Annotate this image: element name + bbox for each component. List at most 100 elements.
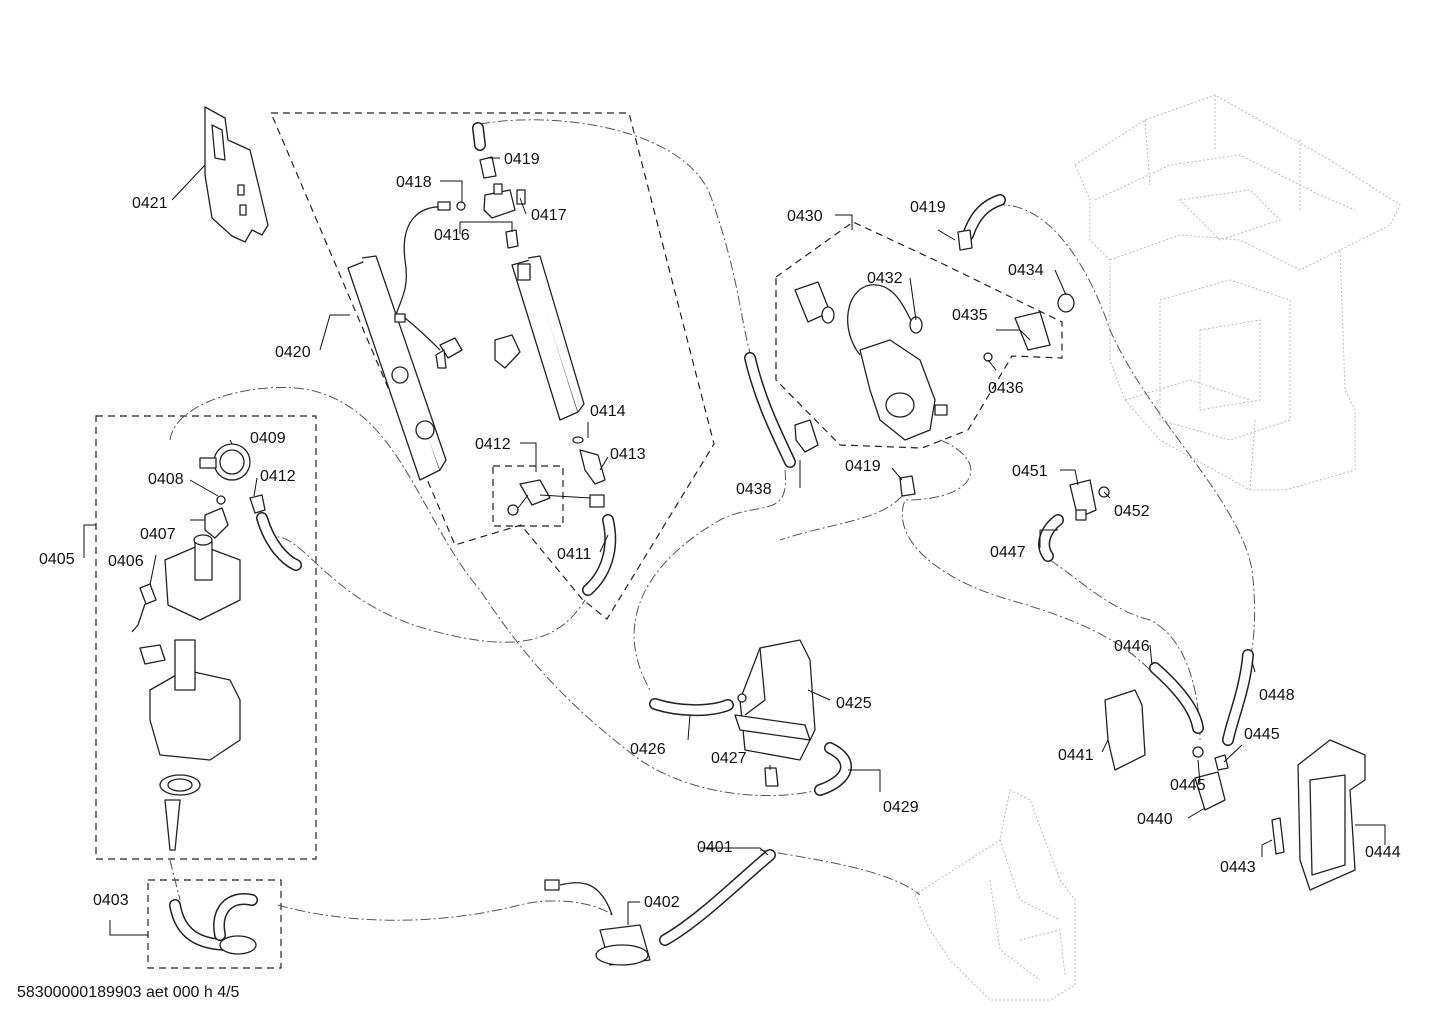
label-0435: 0435 [952,307,988,324]
part-0426-hose [649,698,734,717]
part-0413-fitting [579,449,606,508]
label-0429: 0429 [883,799,919,816]
label-0413: 0413 [610,446,646,463]
part-0419-connector-top [472,122,497,179]
part-0427-clip [764,767,779,787]
part-0420-rail-right [494,255,585,421]
part-0429-hose [814,742,852,796]
part-0407-cap [204,507,229,539]
label-0419b: 0419 [910,199,946,216]
part-0441-cover [1104,689,1146,771]
label-0418: 0418 [396,174,432,191]
part-0412-hose-left [256,512,302,571]
part-0417-valve [483,183,526,219]
group-0420-outline [270,112,715,620]
part-0405-pump [164,534,241,621]
leader-lines [83,157,1386,936]
hose-routes [169,119,1256,921]
group-0403-outline [147,879,282,969]
part-0401-hose [659,849,776,946]
part-0412-clamp-group [507,479,551,516]
label-0448: 0448 [1259,687,1295,704]
label-0406: 0406 [108,553,144,570]
label-0411: 0411 [557,546,592,563]
part-0420-rail-left [347,255,447,481]
label-0417: 0417 [531,207,567,224]
part-0418-sensor-wire [394,201,466,369]
label-0409: 0409 [250,430,286,447]
label-0416: 0416 [434,227,470,244]
part-0432-cable [847,284,923,356]
group-0405-outline [95,415,317,860]
group-0430-outline [775,221,1063,449]
label-0420: 0420 [275,344,311,361]
label-0441: 0441 [1058,747,1094,764]
part-0448-hose [1222,649,1254,746]
part-0411-hose [582,514,617,596]
part-0438-clip [794,419,819,453]
label-0445b: 0445 [1170,777,1206,794]
part-0438-hose [744,352,796,468]
part-0436-oring [983,352,993,362]
label-0401: 0401 [697,839,733,856]
part-0440-valve [1192,746,1229,811]
label-0426: 0426 [630,741,666,758]
part-0430-gearbox [859,339,948,441]
label-0440: 0440 [1137,811,1173,828]
part-0406-sensor [131,583,157,633]
label-0444: 0444 [1365,844,1401,861]
label-0412b: 0412 [260,468,296,485]
label-0432: 0432 [867,270,903,287]
label-0445a: 0445 [1244,726,1280,743]
label-0407: 0407 [140,526,176,543]
label-0438: 0438 [736,481,772,498]
label-0412a: 0412 [475,436,511,453]
part-0443-sensor [1271,817,1285,855]
label-0419a: 0419 [504,151,540,168]
label-0447: 0447 [990,544,1026,561]
part-0451-valve [1069,479,1097,521]
part-0430-motor [794,281,835,324]
part-0419-connector-mid [957,194,1006,251]
drawing-code: 58300000189903 aet 000 h 4/5 [17,984,240,1001]
label-0434: 0434 [1008,262,1044,279]
part-0414-seal [572,436,584,444]
label-0402: 0402 [644,894,680,911]
label-0446: 0446 [1114,638,1150,655]
label-0430: 0430 [787,208,823,225]
label-0451: 0451 [1012,463,1048,480]
part-0419-connector-low [899,475,916,497]
part-0446-hose [1149,662,1204,734]
label-0421: 0421 [132,195,168,212]
label-0427: 0427 [711,750,747,767]
part-labels: 0421 0420 0418 0419 0417 0416 0414 0412 … [39,151,1401,911]
label-0403: 0403 [93,892,129,909]
label-0443: 0443 [1220,859,1256,876]
part-0409-pressure-sensor [199,443,251,481]
part-0421-bracket [204,106,269,243]
part-0405-outlet [164,799,181,851]
part-0412-connector [249,494,266,514]
housing-frame-ghost [1074,94,1401,491]
label-0452: 0452 [1114,503,1150,520]
part-0447-hose [1038,514,1064,562]
part-0416-screw [505,229,519,249]
part-0402-drain-pump [544,879,651,966]
base-frame-ghost [914,789,1076,1001]
part-0403-drain-hose [169,893,258,955]
label-0408: 0408 [148,471,184,488]
label-0436: 0436 [988,380,1024,397]
part-0444-cover [1297,739,1366,891]
part-0435-bracket [1014,311,1051,351]
part-0425-flow-heater [734,639,816,761]
label-0419c: 0419 [845,458,881,475]
part-0405-seal-ring [159,774,201,796]
label-0414: 0414 [590,403,626,420]
label-0425: 0425 [836,695,872,712]
label-0405: 0405 [39,551,75,568]
part-0405-tank [139,639,241,761]
part-0408-oring [216,495,226,505]
part-0434-cap [1057,293,1075,313]
